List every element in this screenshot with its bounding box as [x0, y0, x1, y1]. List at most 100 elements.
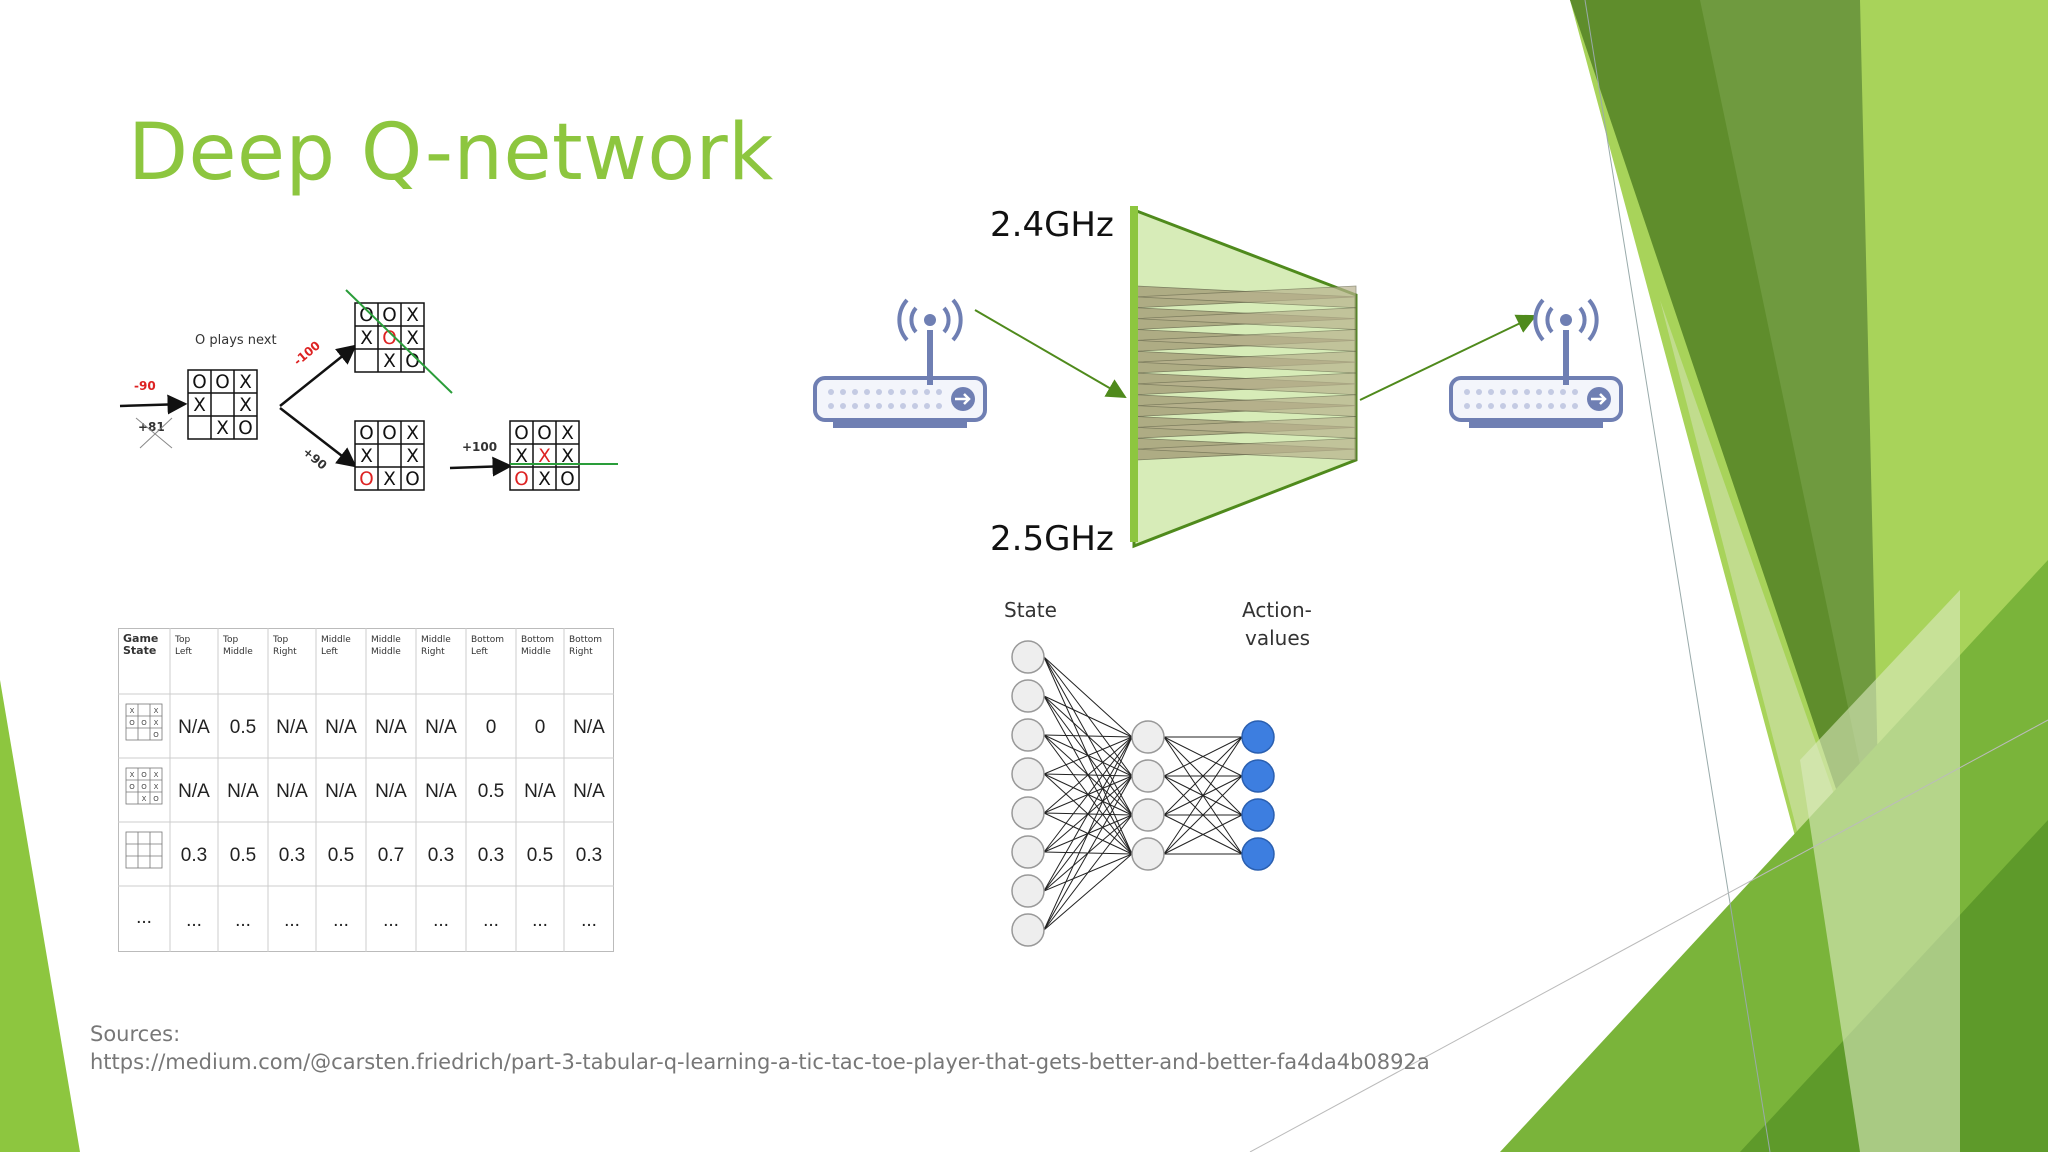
table-cell: 0.5: [478, 781, 504, 802]
svg-text:X: X: [154, 771, 159, 779]
board-cell: X: [406, 305, 419, 326]
network-node: [1131, 759, 1165, 793]
left-corner-shape: [0, 680, 80, 1152]
board-cell: X: [561, 446, 574, 467]
board-cell: X: [515, 446, 528, 467]
lower-arrow: [279, 407, 357, 468]
board-cell: X: [360, 446, 373, 467]
slide-title: Deep Q-network: [128, 108, 774, 198]
board-cell: X: [360, 328, 373, 349]
frequency-band: [1135, 437, 1357, 461]
table-cell: 0.3: [279, 845, 305, 866]
board-cell: O: [382, 305, 396, 326]
network-edge: [1163, 736, 1243, 777]
svg-text:O: O: [153, 795, 159, 803]
network-node: [1011, 718, 1045, 752]
board-cell: O: [405, 469, 419, 490]
table-cell: N/A: [276, 781, 308, 802]
board-cell: O: [560, 469, 574, 490]
svg-text:X: X: [154, 783, 159, 791]
network-edge: [1043, 736, 1133, 775]
board-cell: X: [406, 423, 419, 444]
upper-arrow: [279, 344, 357, 407]
network-edge: [1163, 775, 1243, 855]
frequency-band: [1135, 350, 1357, 374]
table-cell: N/A: [573, 717, 605, 738]
board-cell: X: [406, 328, 419, 349]
board-cell: X: [193, 395, 206, 416]
table-cell: 0.5: [230, 717, 256, 738]
network-node: [1131, 798, 1165, 832]
incoming-arrow: [119, 394, 188, 415]
svg-text:O: O: [153, 731, 159, 739]
table-cell: N/A: [227, 781, 259, 802]
deco-line-2: [1249, 719, 2048, 1152]
network-edge: [1043, 734, 1133, 738]
table-cell: ...: [581, 910, 597, 931]
next-player-caption: O plays next: [195, 333, 277, 348]
output-node: [1241, 759, 1275, 793]
table-cell: 0.5: [230, 845, 256, 866]
state-thumbnail: [125, 831, 163, 869]
final-arrow: [449, 456, 513, 477]
svg-text:X: X: [142, 795, 147, 803]
in-score-red: -90: [134, 379, 156, 393]
table-cell: 0.3: [478, 845, 504, 866]
network-node: [1011, 757, 1045, 791]
action-values-label-2: values: [1245, 626, 1310, 650]
upper-score: -100: [291, 338, 323, 368]
board-cell: O: [537, 423, 551, 444]
board-cell: O: [382, 328, 396, 349]
board-cell: X: [561, 423, 574, 444]
deco-line-1: [1584, 0, 1771, 1152]
table-cell: N/A: [573, 781, 605, 802]
svg-text:O: O: [129, 719, 135, 727]
svg-text:X: X: [130, 707, 135, 715]
signal-arrow-in: [974, 309, 1127, 399]
board-cell: X: [216, 418, 229, 439]
board-cell: O: [238, 418, 252, 439]
network-node: [1131, 720, 1165, 754]
in-score-crossed: +81: [138, 420, 165, 434]
sources-label: Sources:: [90, 1022, 181, 1046]
network-edge: [1043, 736, 1133, 853]
board-cell: O: [382, 423, 396, 444]
board-cell: X: [538, 469, 551, 490]
table-cell: N/A: [375, 781, 407, 802]
network-edge: [1043, 736, 1133, 931]
state-label: State: [1004, 598, 1057, 622]
board-cell: X: [538, 446, 551, 467]
freq-bottom-label: 2.5GHz: [990, 519, 1114, 559]
neural-network-diagram: State Action- values: [1004, 598, 1312, 947]
board-cell: X: [239, 395, 252, 416]
frequency-bands: [1135, 285, 1357, 461]
network-edge: [1043, 695, 1133, 738]
cross-out-line: [135, 417, 173, 449]
board-cell: O: [215, 372, 229, 393]
network-edge: [1043, 853, 1133, 931]
table-cell: ...: [532, 910, 548, 931]
frequency-band: [1135, 416, 1357, 439]
output-node: [1241, 798, 1275, 832]
sources-link[interactable]: https://medium.com/@carsten.friedrich/pa…: [90, 1050, 1430, 1074]
network-node: [1011, 874, 1045, 908]
svg-text:O: O: [129, 783, 135, 791]
frequency-band: [1135, 285, 1357, 309]
network-edge: [1163, 736, 1243, 855]
sources-block: Sources: https://medium.com/@carsten.fri…: [90, 1020, 1430, 1076]
network-node: [1011, 913, 1045, 947]
board-cell: X: [239, 372, 252, 393]
svg-text:X: X: [130, 771, 135, 779]
wifi-frequency-diagram: 2.4GHz 2.5GHz: [813, 205, 1623, 559]
network-edge: [1043, 814, 1133, 931]
network-edges: [1043, 656, 1243, 931]
